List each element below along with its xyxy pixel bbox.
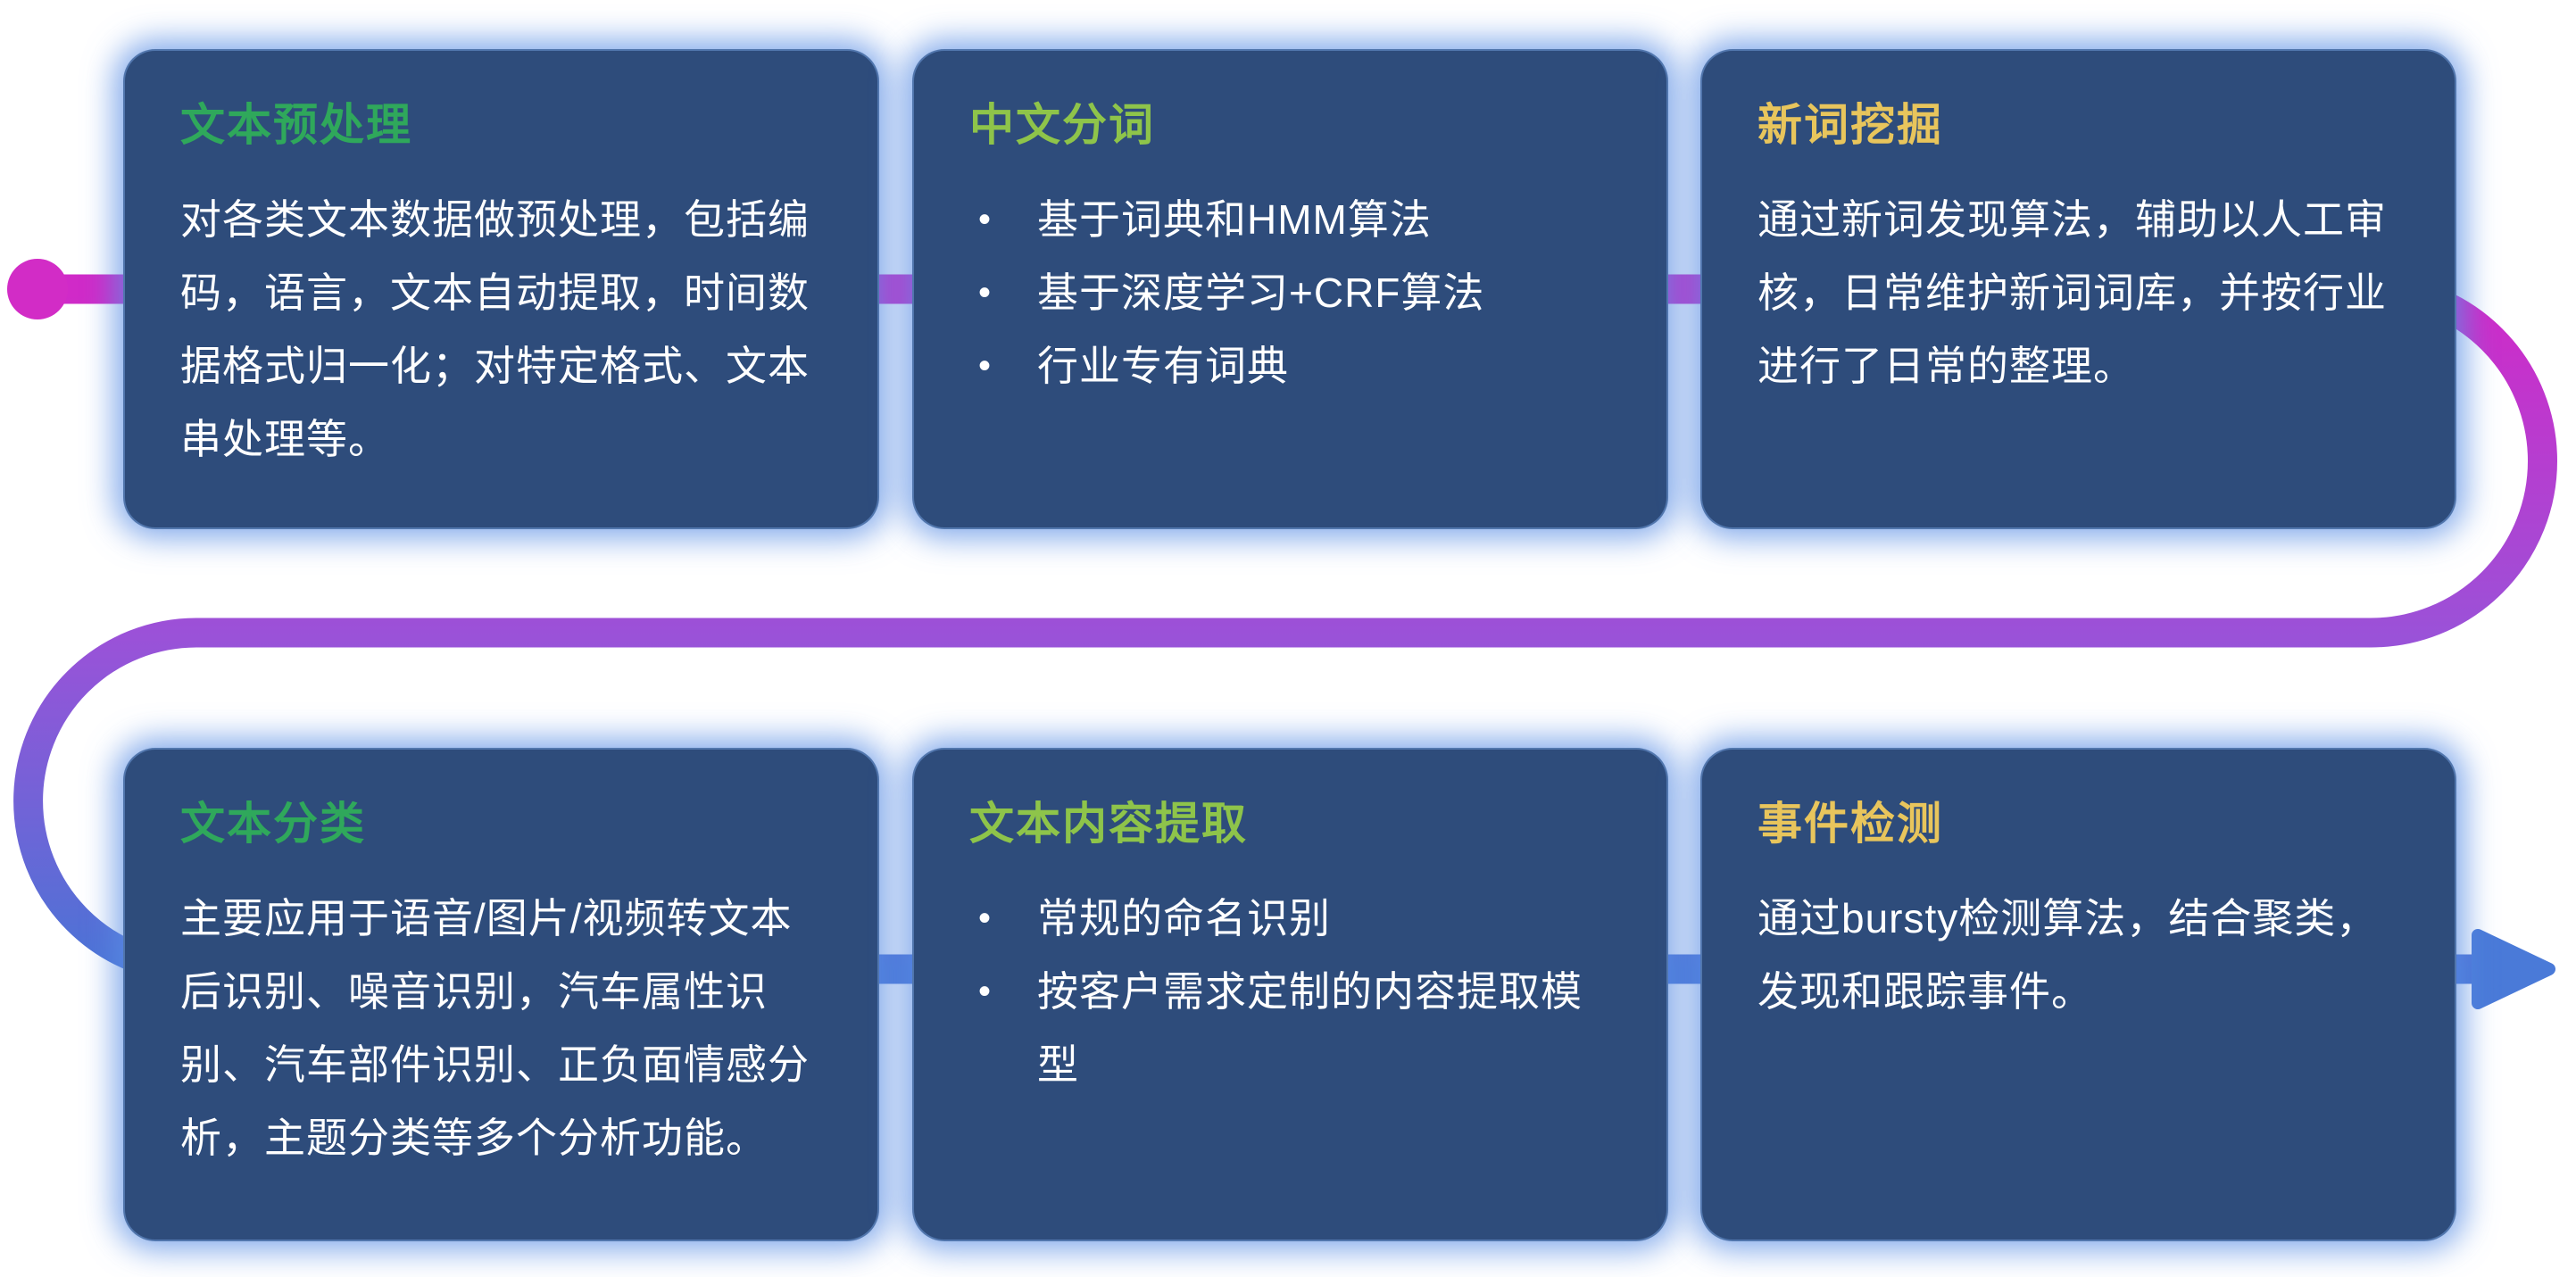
card-body: 主要应用于语音/图片/视频转文本后识别、噪音识别，汽车属性识别、汽车部件识别、正… xyxy=(180,895,810,1161)
card-bullet-list: 基于词典和HMM算法 基于深度学习+CRF算法 行业专有词典 xyxy=(969,183,1611,402)
card-text-classification: 文本分类 主要应用于语音/图片/视频转文本后识别、噪音识别，汽车属性识别、汽车部… xyxy=(123,748,879,1241)
bullet-item: 行业专有词典 xyxy=(969,329,1611,402)
card-text-preprocessing: 文本预处理 对各类文本数据做预处理，包括编码，语言，文本自动提取，时间数据格式归… xyxy=(123,49,879,529)
bullet-item: 按客户需求定制的内容提取模型 xyxy=(969,955,1611,1101)
card-body: 通过bursty检测算法，结合聚类，发现和跟踪事件。 xyxy=(1757,895,2379,1015)
bullet-item: 常规的命名识别 xyxy=(969,882,1611,955)
card-title: 文本分类 xyxy=(180,799,366,849)
card-title: 事件检测 xyxy=(1757,799,1943,849)
card-body: 对各类文本数据做预处理，包括编码，语言，文本自动提取，时间数据格式归一化；对特定… xyxy=(180,196,810,462)
card-title: 文本内容提取 xyxy=(969,799,1248,849)
card-event-detection: 事件检测 通过bursty检测算法，结合聚类，发现和跟踪事件。 xyxy=(1700,748,2456,1241)
bullet-item: 基于深度学习+CRF算法 xyxy=(969,256,1611,329)
bullet-item: 基于词典和HMM算法 xyxy=(969,183,1611,256)
card-chinese-word-segmentation: 中文分词 基于词典和HMM算法 基于深度学习+CRF算法 行业专有词典 xyxy=(912,49,1668,529)
card-body: 通过新词发现算法，辅助以人工审核，日常维护新词词库，并按行业进行了日常的整理。 xyxy=(1757,196,2387,389)
flow-start-dot-icon xyxy=(7,259,68,319)
flow-end-arrow-icon xyxy=(2472,929,2555,1009)
card-new-word-mining: 新词挖掘 通过新词发现算法，辅助以人工审核，日常维护新词词库，并按行业进行了日常… xyxy=(1700,49,2456,529)
card-bullet-list: 常规的命名识别 按客户需求定制的内容提取模型 xyxy=(969,882,1611,1101)
card-title: 新词挖掘 xyxy=(1757,100,1943,150)
card-title: 文本预处理 xyxy=(180,100,412,150)
card-title: 中文分词 xyxy=(969,100,1155,150)
card-text-content-extraction: 文本内容提取 常规的命名识别 按客户需求定制的内容提取模型 xyxy=(912,748,1668,1241)
flow-path xyxy=(13,274,2557,984)
